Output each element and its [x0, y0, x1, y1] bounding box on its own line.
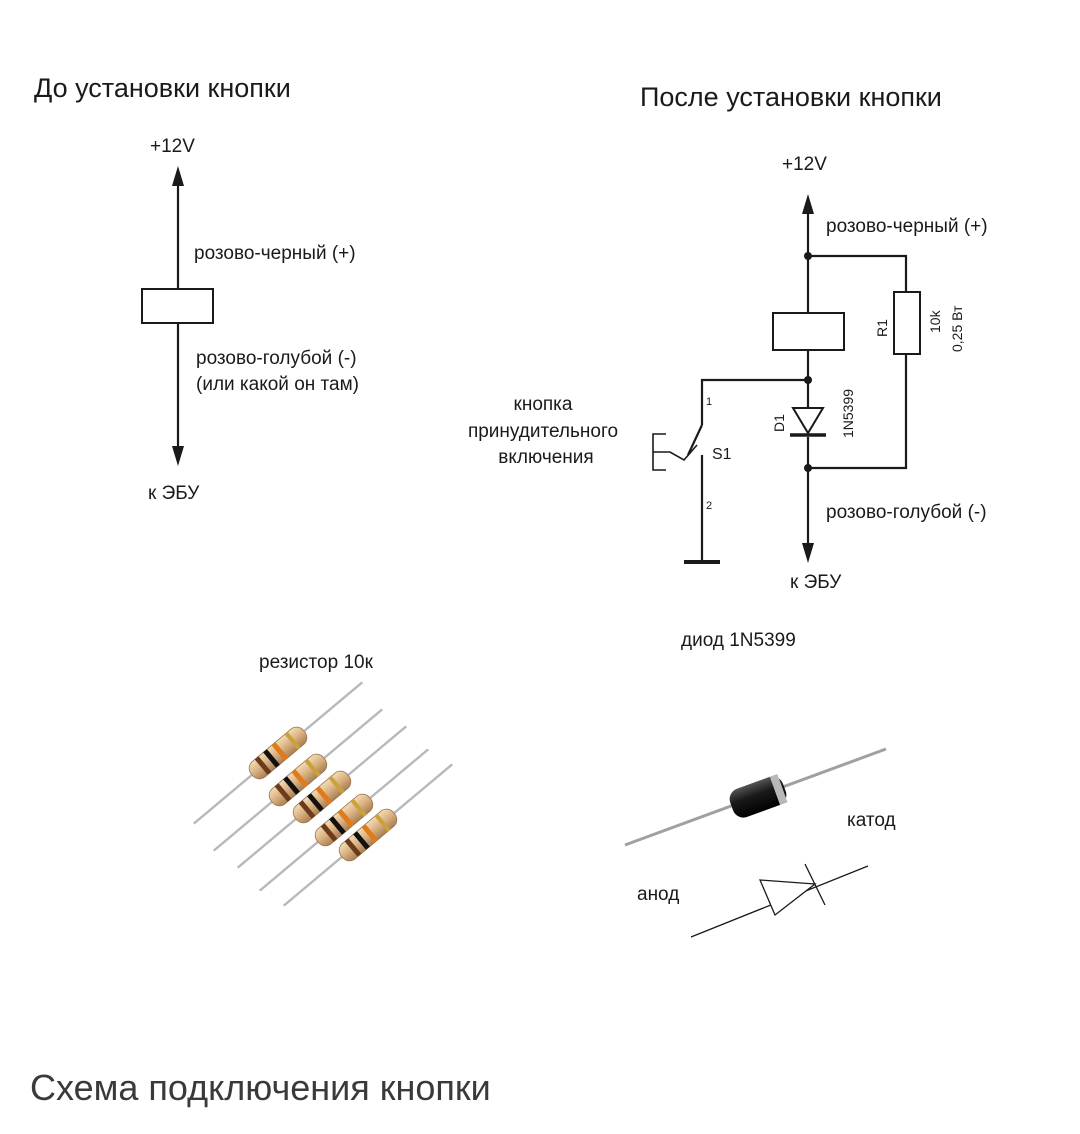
right-schematic: После установки кнопки +12V розово-черны… — [468, 82, 988, 593]
button-label-line2: принудительного — [468, 421, 618, 442]
switch-actuator — [653, 444, 698, 462]
switch-ref-label: S1 — [712, 446, 732, 463]
diode-d1-symbol — [791, 407, 825, 435]
left-arrow-up — [172, 166, 184, 186]
resistor-wire-top — [808, 254, 908, 292]
left-plus12v-label: +12V — [150, 136, 195, 157]
resistor-photo-label: резистор 10к — [259, 652, 374, 673]
right-relay-coil — [772, 312, 845, 351]
resistor-r1-symbol — [893, 291, 921, 355]
left-ecu-label: к ЭБУ — [148, 483, 200, 504]
right-wire-minus-label: розово-голубой (-) — [826, 502, 987, 523]
diode-ref-label: D1 — [771, 414, 787, 432]
resistor-image-1 — [186, 673, 370, 833]
resistor-ref-label: R1 — [874, 319, 890, 337]
junction-bottom — [804, 464, 812, 472]
diode-photo-label: диод 1N5399 — [681, 630, 796, 651]
cathode-label: катод — [847, 810, 896, 831]
resistor-value-label: 10k — [927, 309, 943, 333]
right-arrow-down — [802, 543, 814, 563]
left-wire-minus-note: (или какой он там) — [196, 374, 359, 395]
right-plus12v-label: +12V — [782, 154, 827, 175]
diode-symbol-bar — [804, 863, 826, 906]
resistor-wire-bottom — [808, 354, 908, 470]
switch-wire-top — [700, 378, 808, 425]
switch-contact-top — [687, 424, 703, 456]
diode-photo: диод 1N5399 катод анод — [624, 630, 896, 938]
left-wire-minus-label: розово-голубой (-) — [196, 348, 357, 369]
right-wire-plus-label: розово-черный (+) — [826, 216, 988, 237]
switch-pin1-label: 1 — [706, 396, 712, 408]
resistor-power-label: 0,25 Вт — [949, 305, 965, 352]
switch-pin2-label: 2 — [706, 500, 712, 512]
diagram-caption: Схема подключения кнопки — [30, 1067, 491, 1108]
left-schematic: До установки кнопки +12V розово-черный (… — [34, 73, 359, 504]
button-label-line3: включения — [498, 447, 593, 468]
left-relay-coil — [141, 288, 214, 324]
anode-label: анод — [637, 884, 679, 905]
diode-symbol-triangle — [758, 879, 817, 917]
resistor-image-3 — [230, 717, 414, 877]
left-arrow-down — [172, 446, 184, 466]
right-arrow-up — [802, 194, 814, 214]
resistor-image-4 — [252, 740, 436, 900]
resistor-photo: резистор 10к — [186, 652, 460, 915]
diode-part-label: 1N5399 — [840, 389, 856, 438]
right-ecu-label: к ЭБУ — [790, 572, 842, 593]
diode-body-image — [729, 774, 788, 818]
left-heading: До установки кнопки — [34, 73, 291, 103]
button-label-line1: кнопка — [514, 394, 573, 415]
left-wire-plus-label: розово-черный (+) — [194, 243, 356, 264]
right-heading: После установки кнопки — [640, 82, 942, 112]
